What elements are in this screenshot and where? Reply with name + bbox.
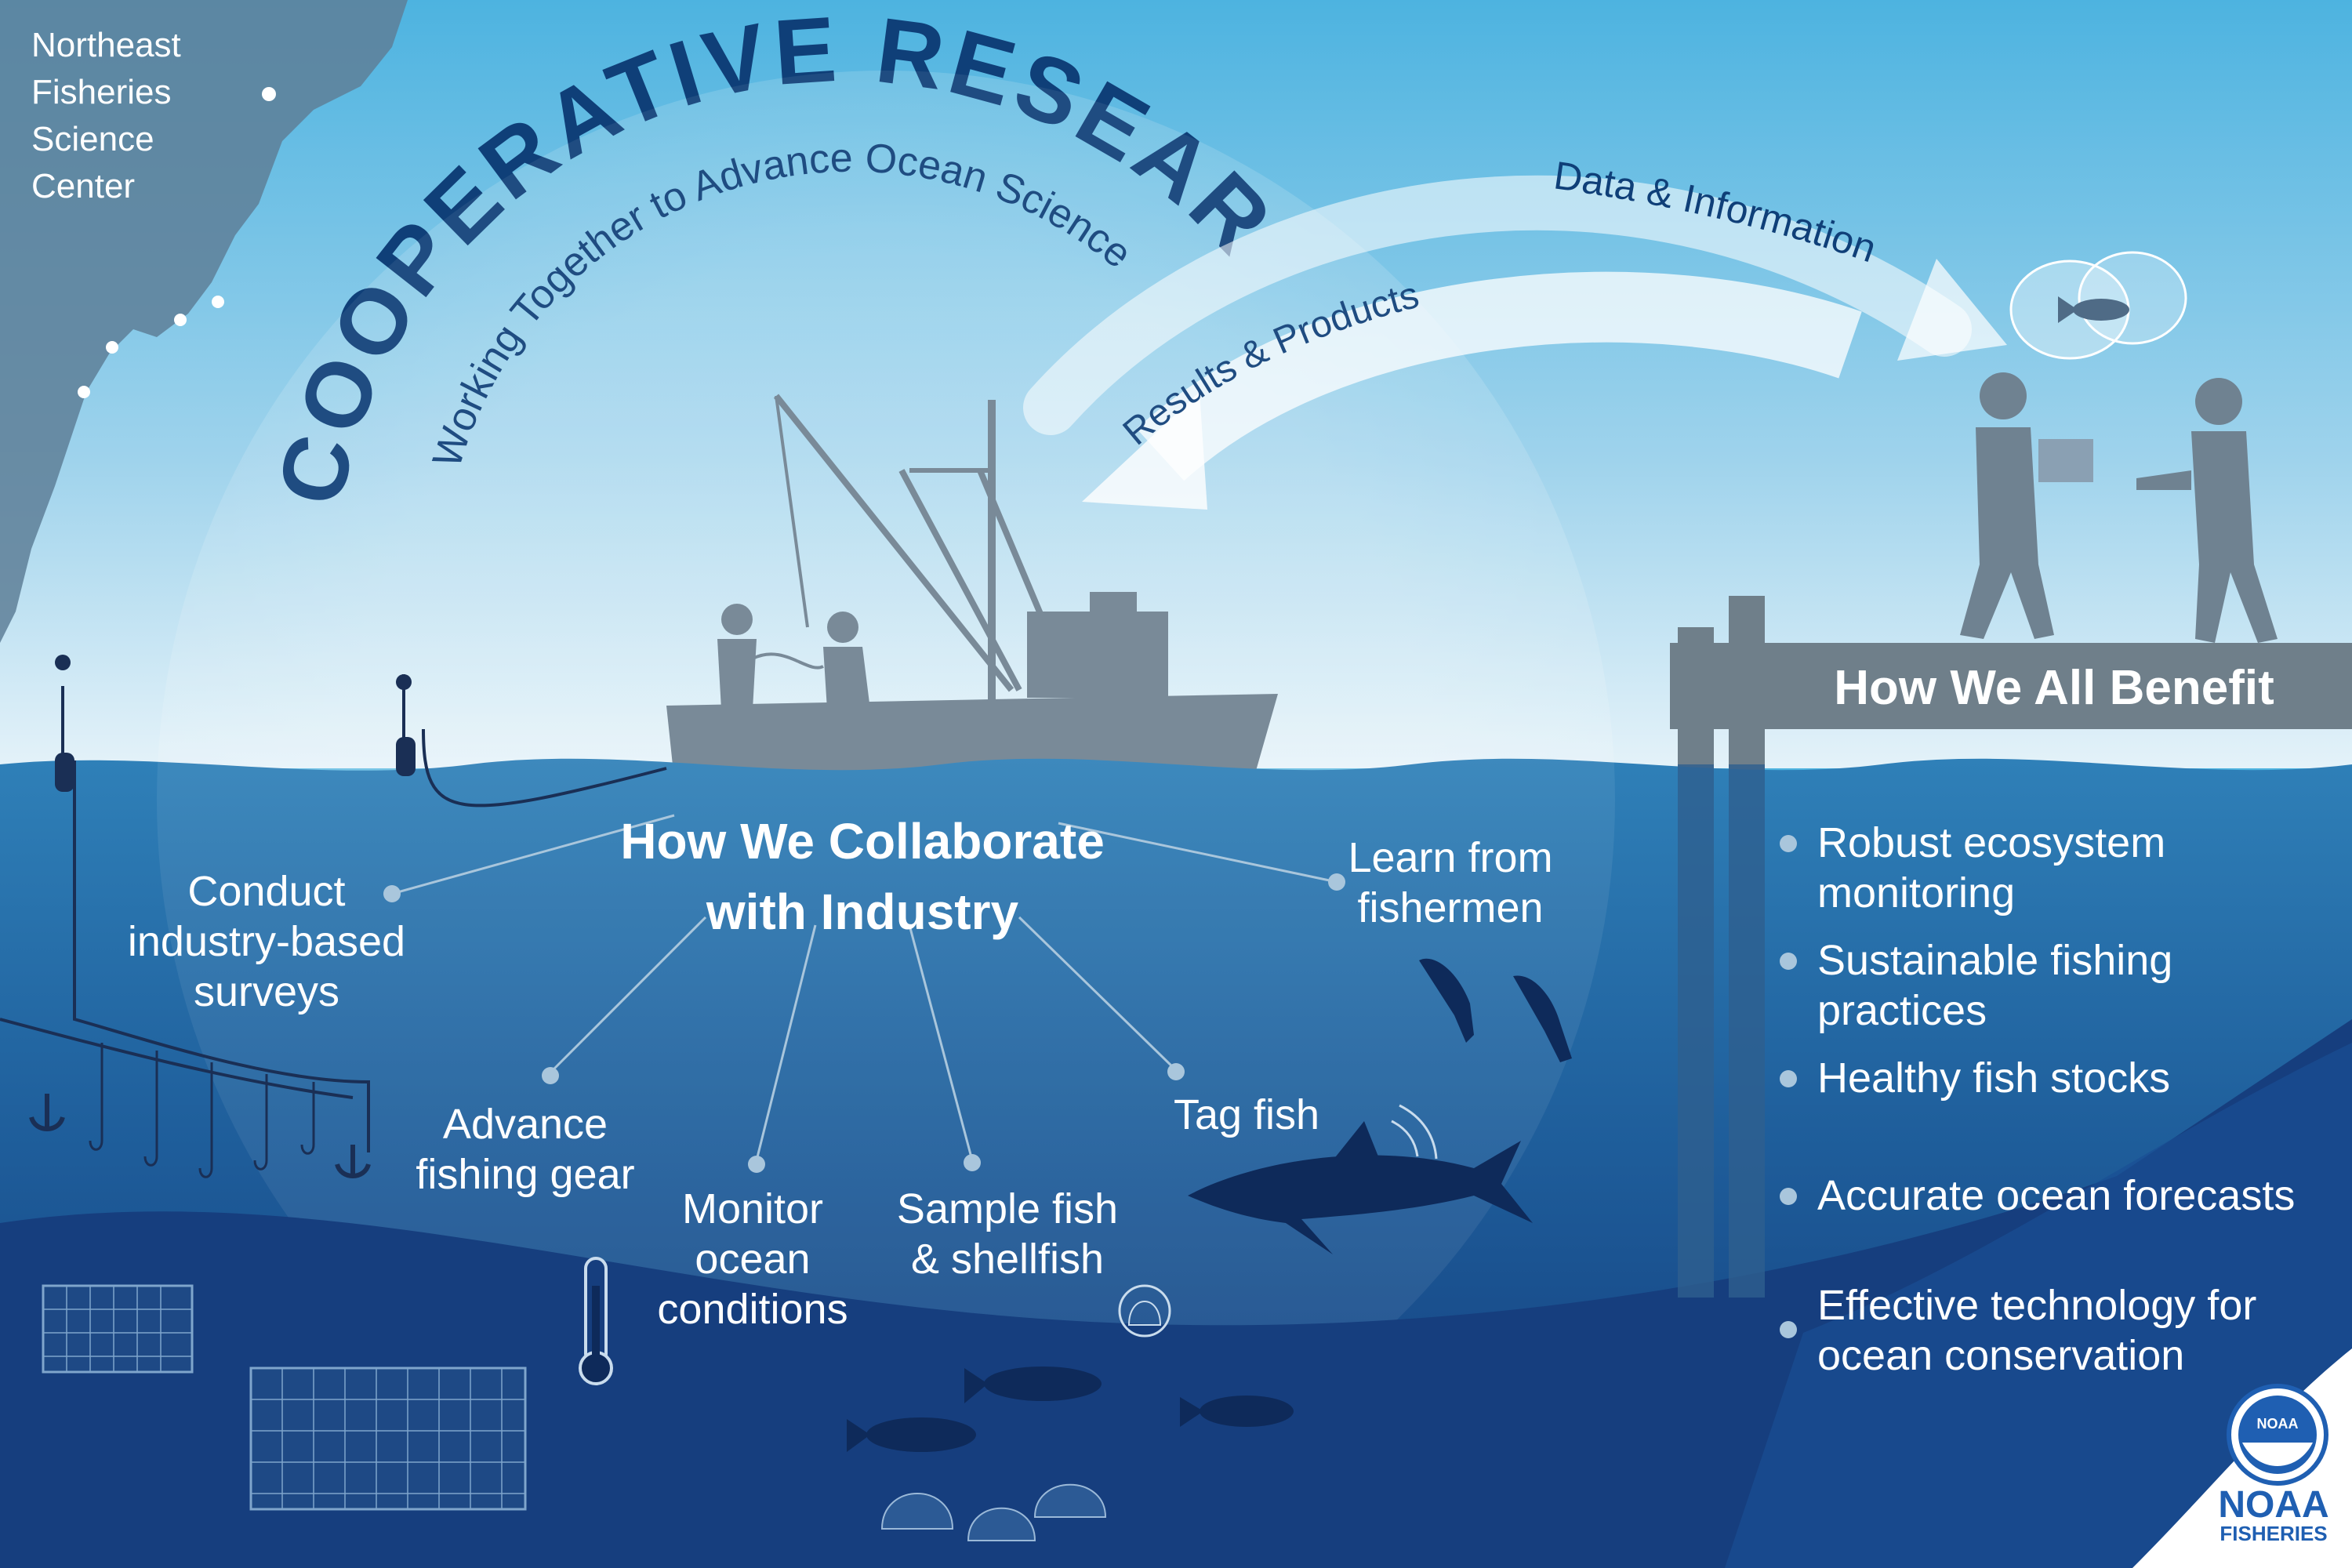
benefit-bullet: [1780, 835, 1797, 852]
benefit-heading: How We All Benefit: [1834, 661, 2274, 715]
connector-dots: [383, 873, 1345, 1173]
map-dot: [212, 296, 224, 308]
collab-item-fishing-gear: Advance fishing gear: [400, 1099, 651, 1200]
benefit-item-line: Effective technology for: [1817, 1282, 2257, 1329]
collab-item-learn: Learn from fishermen: [1333, 833, 1568, 933]
benefit-bullet: [1780, 1321, 1797, 1338]
benefit-item-line: Robust ecosystem monitoring: [1817, 819, 2166, 916]
hooks: [89, 1043, 315, 1178]
map-dot: [78, 386, 90, 398]
science-center-line: Fisheries: [31, 73, 172, 111]
tag-signal-icon: [1391, 1104, 1438, 1160]
fisheries-wordmark: FISHERIES: [2220, 1522, 2327, 1545]
collab-item-line: Tag fish: [1173, 1091, 1320, 1138]
science-center-line: Center: [31, 167, 136, 205]
benefit-item: Healthy fish stocks: [1817, 1053, 2170, 1103]
benefit-item: Accurate ocean forecasts: [1817, 1171, 2295, 1221]
science-center-line: Northeast: [31, 26, 181, 64]
data-information-arrow: [1023, 175, 2007, 435]
collab-item-surveys: Conduct industry-based surveys: [125, 866, 408, 1017]
science-center-line: Science: [31, 120, 154, 158]
shark-icon: [1188, 1121, 1533, 1254]
benefit-bullet: [1780, 953, 1797, 970]
collab-item-line: fishing gear: [416, 1151, 635, 1198]
benefit-item: Effective technology for ocean conservat…: [1817, 1280, 2256, 1381]
scallop-icon: [880, 1483, 1107, 1541]
collaborate-heading: How We Collaborate with Industry: [596, 806, 1129, 947]
collab-item-line: ocean: [695, 1236, 811, 1283]
trap-grid: [43, 1286, 525, 1509]
sea-floor-right: [1725, 1043, 2352, 1568]
benefit-item-line: ocean conservation: [1817, 1332, 2185, 1379]
collab-item-line: industry-based: [127, 918, 406, 965]
noaa-wordmark: NOAA: [2218, 1484, 2328, 1526]
benefit-bullet: [1780, 1070, 1797, 1087]
collab-item-tag-fish: Tag fish: [1137, 1090, 1356, 1140]
map-dot: [262, 87, 276, 101]
speech-bubble-fish-icon: [2009, 251, 2187, 360]
map-dot: [174, 314, 187, 326]
squid-icon: [1419, 958, 1572, 1062]
collab-item-line: Monitor: [681, 1185, 824, 1232]
trap-icon: [42, 1284, 527, 1511]
anchor-icon: [29, 1094, 371, 1178]
collab-item-line: fishermen: [1357, 884, 1544, 931]
collaborate-heading-line: How We Collaborate: [620, 813, 1105, 869]
collab-item-line: surveys: [193, 968, 340, 1015]
benefit-bullet: [1780, 1188, 1797, 1205]
collab-item-line: Advance: [442, 1101, 608, 1148]
research-bubble-underwater: [157, 71, 1615, 1529]
noaa-logo: NOAA NOAA FISHERIES: [2132, 1348, 2352, 1568]
thermometer-icon: [579, 1257, 613, 1385]
collab-item-line: Conduct: [187, 868, 346, 915]
collab-item-ocean-conditions: Monitor ocean conditions: [635, 1184, 870, 1334]
connector-lines: [391, 814, 1338, 1161]
pier-pilings: [1678, 764, 1765, 1298]
results-products-arrow: [1082, 271, 1862, 510]
buoy-icon: [55, 655, 416, 792]
map-dot: [106, 341, 118, 354]
sea-floor: [0, 1019, 2352, 1568]
coastline-map: [0, 0, 408, 643]
benefit-item-line: Healthy fish stocks: [1817, 1054, 2171, 1102]
collab-item-sample-fish: Sample fish & shellfish: [878, 1184, 1137, 1284]
science-center-name: Northeast Fisheries Science Center: [31, 22, 181, 210]
boat-icon: [666, 394, 1278, 780]
fish-icon: [847, 1367, 1294, 1452]
collab-item-line: Learn from: [1348, 834, 1553, 881]
benefit-item: Sustainable fishing practices: [1817, 935, 2352, 1036]
noaa-badge-text: NOAA: [2257, 1416, 2299, 1432]
people-icon: [1960, 372, 2278, 643]
collaborate-heading-line: with Industry: [706, 884, 1019, 940]
collab-item-line: Sample fish: [896, 1185, 1119, 1232]
benefit-item: Robust ecosystem monitoring: [1817, 818, 2352, 918]
collab-item-line: & shellfish: [910, 1236, 1105, 1283]
scallop-callout: [1118, 1284, 1171, 1338]
collab-item-line: conditions: [657, 1286, 848, 1333]
benefit-item-line: Accurate ocean forecasts: [1817, 1172, 2296, 1219]
benefit-item-line: Sustainable fishing practices: [1817, 937, 2173, 1034]
